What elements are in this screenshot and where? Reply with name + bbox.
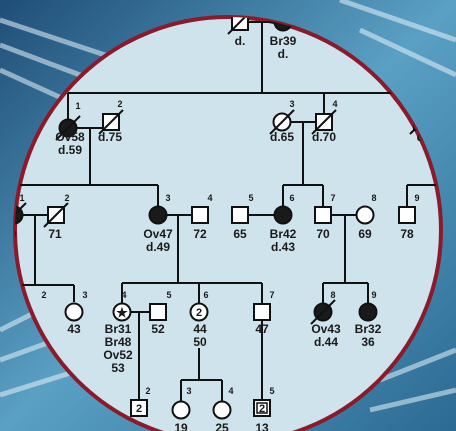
gen4-n4-label2: Br48 <box>105 335 132 349</box>
gen4-n6-label2: 50 <box>193 335 207 349</box>
gen4-n4-num: 4 <box>121 290 126 300</box>
gen4-n7-label1: 47 <box>255 322 269 336</box>
gen3-n2-num: 2 <box>64 193 69 203</box>
gen4-n7-num: 7 <box>269 290 274 300</box>
gen4-n8-num: 8 <box>330 290 335 300</box>
gen4-n3-label1: 43 <box>67 322 81 336</box>
gen4-n9-num: 9 <box>371 290 376 300</box>
gen3-n2-label1: 71 <box>48 227 62 241</box>
gen5-n4-num: 4 <box>228 386 233 396</box>
gen1-female-label2: d. <box>278 47 289 61</box>
gen2-n1-deceased-slash <box>55 115 81 141</box>
gen3-n1-label1: 30 <box>3 227 17 241</box>
gen3-n5 <box>231 206 249 224</box>
gen5-n5 <box>253 399 271 417</box>
gen4-n6-num: 6 <box>203 290 208 300</box>
gen3-n4-num: 4 <box>207 193 212 203</box>
gen4-n4-label3: Ov52 <box>103 348 133 362</box>
gen4-n5-label1: 52 <box>151 322 165 336</box>
gen3-n5-label1: 65 <box>233 227 247 241</box>
gen3-n5-num: 5 <box>248 193 253 203</box>
gen2-n2-num: 2 <box>117 99 122 109</box>
pedigree-labels: d. Br39 d. 1 Ov58 d.59 2 d.75 3 d.65 4 d… <box>3 34 427 431</box>
gen2-n4-deceased-slash <box>311 109 337 135</box>
gen2-n1-num: 1 <box>75 101 80 111</box>
gen2-n2-label1: d.75 <box>98 130 122 144</box>
gen2-n1-label2: d.59 <box>58 143 82 157</box>
gen3-n1-num: 1 <box>19 193 24 203</box>
gen4-n6 <box>189 302 209 322</box>
gen3-n6 <box>273 205 293 225</box>
gen3-n7-num: 7 <box>330 193 335 203</box>
gen4-n7 <box>253 303 271 321</box>
gen4-n8-deceased-slash <box>310 299 336 325</box>
gen3-n9-num: 9 <box>414 193 419 203</box>
gen3-n4 <box>191 206 209 224</box>
gen4-n2-num: 2 <box>41 290 46 300</box>
gen4-n5 <box>149 303 167 321</box>
gen4-n9 <box>358 302 378 322</box>
gen2-n4-label1: d.70 <box>312 130 336 144</box>
gen5-n5-num: 5 <box>269 386 274 396</box>
gen5-n3-label1: 19 <box>174 421 188 431</box>
gen1-female-label1: Br39 <box>270 34 297 48</box>
gen5-n2-count: 2 <box>136 403 142 415</box>
gen4-n9-label2: 36 <box>361 335 375 349</box>
gen1-male-deceased-slash <box>227 17 253 35</box>
gen4-n3-num: 3 <box>82 290 87 300</box>
gen2-n1-label1: Ov58 <box>55 130 85 144</box>
gen4-n4-label1: Br31 <box>105 322 132 336</box>
gen3-n6-label1: Br42 <box>270 227 297 241</box>
gen4-n4-label4: 53 <box>111 361 125 375</box>
gen5-n5-count: 2 <box>259 403 265 415</box>
gen4-n9-label1: Br32 <box>355 322 382 336</box>
gen4-n3 <box>64 302 84 322</box>
gen4-n6-label1: 44 <box>193 322 207 336</box>
gen3-n8 <box>355 205 375 225</box>
pedigree-lines <box>15 21 441 402</box>
gen5-n2 <box>130 399 148 417</box>
gen4-n6-count: 2 <box>196 307 202 319</box>
gen3-n3-label2: d.49 <box>146 240 170 254</box>
gen3-n4-label1: 72 <box>193 227 207 241</box>
gen3-n8-label1: 69 <box>358 227 372 241</box>
gen3-n2-deceased-slash <box>43 202 69 228</box>
gen3-n6-label2: d.43 <box>271 240 295 254</box>
gen3-n9 <box>398 206 416 224</box>
gen4-n8-label1: Ov43 <box>311 322 341 336</box>
gen3-n9-label1: 78 <box>400 227 414 241</box>
gen5-n3-num: 3 <box>186 386 191 396</box>
gen3-n8-num: 8 <box>371 193 376 203</box>
gen3-n6-num: 6 <box>289 193 294 203</box>
gen5-n2-num: 2 <box>145 386 150 396</box>
gen3-n7 <box>314 206 332 224</box>
gen3-n3-num: 3 <box>165 193 170 203</box>
gen3-n3 <box>148 205 168 225</box>
gen2-n3-deceased-slash <box>269 109 295 135</box>
gen4-n8-label2: d.44 <box>314 335 338 349</box>
gen3-n7-label1: 70 <box>316 227 330 241</box>
gen5-n4-label1: 25 <box>215 421 229 431</box>
gen2-n4-num: 4 <box>332 99 337 109</box>
gen2-n2-deceased-slash <box>98 109 124 135</box>
gen3-n3-label1: Ov47 <box>143 227 173 241</box>
gen5-n5-inner-box <box>256 402 268 414</box>
gen5-n5-label1: 13 <box>255 421 269 431</box>
gen5-n3 <box>171 400 191 420</box>
gen2-n3-num: 3 <box>289 99 294 109</box>
gen1-male-label: d. <box>235 34 246 48</box>
gen5-n4 <box>212 400 232 420</box>
magnifier-circle <box>13 15 443 431</box>
gen4-n4 <box>112 302 132 322</box>
gen4-n4-star-icon: ★ <box>116 305 128 320</box>
gen4-n5-num: 5 <box>166 290 171 300</box>
gen2-n3-label1: d.65 <box>270 130 294 144</box>
gen3-n1-deceased-slash <box>15 202 27 228</box>
